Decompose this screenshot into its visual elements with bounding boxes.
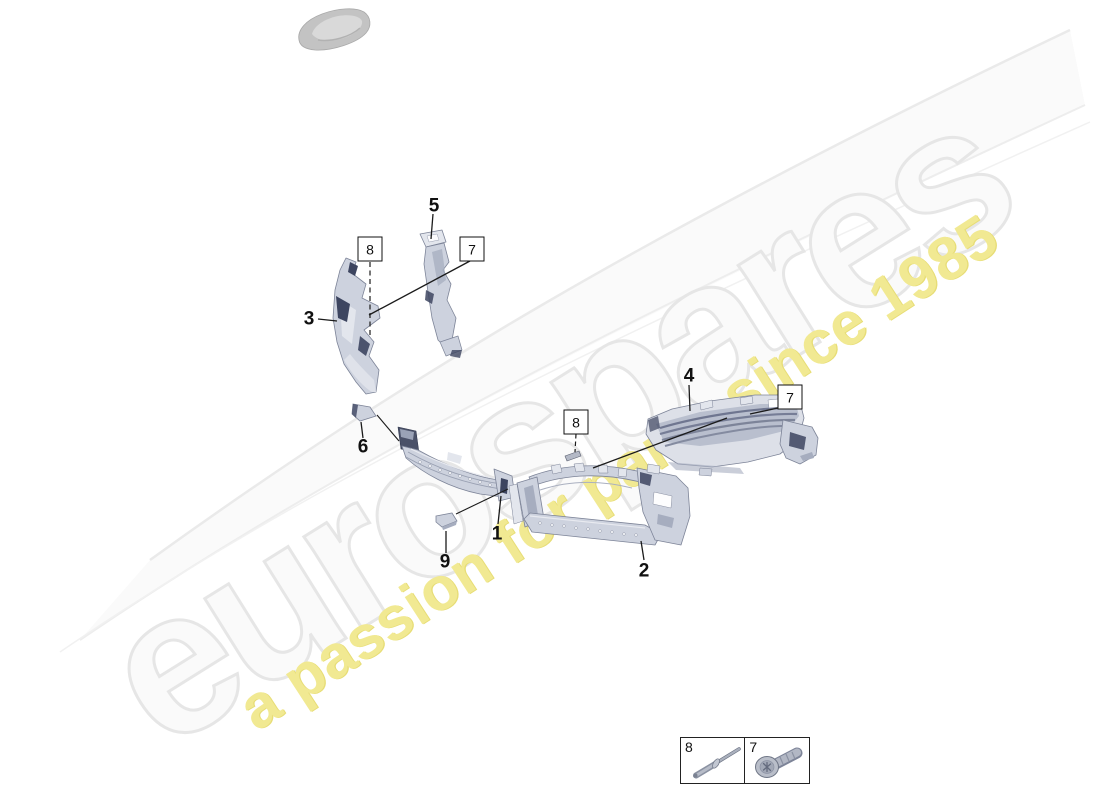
part-2-frame[interactable] [508, 462, 691, 546]
callout-box-7-right[interactable]: 7 [777, 384, 803, 410]
part-4-vent[interactable] [645, 394, 819, 477]
part-label-3[interactable]: 3 [303, 308, 315, 330]
part-label-4[interactable]: 4 [683, 365, 695, 387]
part-1-rail[interactable] [397, 426, 516, 502]
part-3-bracket[interactable] [332, 257, 381, 395]
legend-cell-rivet[interactable]: 8 [680, 737, 746, 784]
part-label-5[interactable]: 5 [428, 195, 440, 217]
rivet-icon [693, 747, 741, 779]
screw-icon [755, 747, 803, 778]
legend-number-7: 7 [749, 739, 758, 755]
part-label-6[interactable]: 6 [357, 436, 369, 458]
part-5-bracket[interactable] [419, 229, 463, 358]
leader-lines [317, 213, 779, 561]
part-label-1[interactable]: 1 [491, 523, 503, 545]
callout-box-7-left[interactable]: 7 [459, 236, 485, 262]
part-label-2[interactable]: 2 [638, 560, 650, 582]
callout-box-8-right[interactable]: 8 [563, 409, 589, 435]
legend-cell-screw[interactable]: 7 [744, 737, 811, 784]
car-top-view-icon [298, 8, 371, 51]
callout-box-8-left[interactable]: 8 [357, 236, 383, 262]
part-6-clip[interactable] [351, 403, 377, 422]
part-9-wedge[interactable] [435, 512, 458, 530]
legend-number-8: 8 [685, 739, 693, 755]
rivet-glyph [564, 450, 582, 462]
fastener-legend: 8 7 [680, 737, 811, 784]
part-label-9[interactable]: 9 [439, 551, 451, 573]
